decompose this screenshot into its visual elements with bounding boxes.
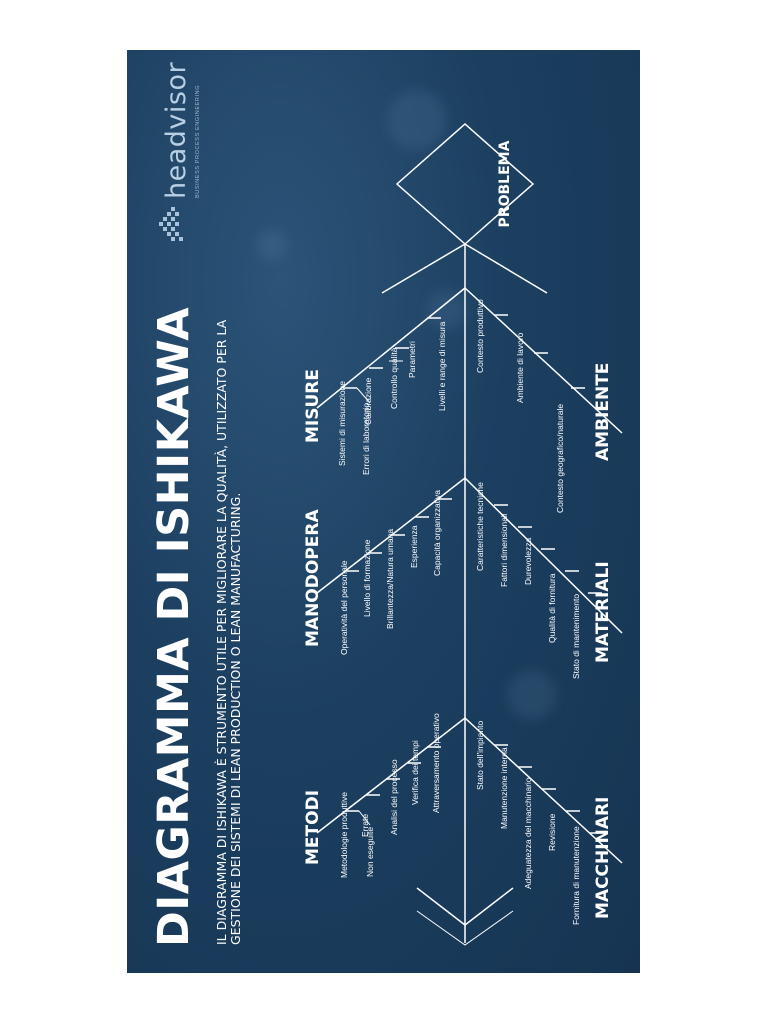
cause-materiali-4: Stato di mantenimento bbox=[571, 593, 581, 679]
cause-materiali-1: Fattori dimensionali bbox=[499, 513, 509, 587]
category-macchinari: MACCHINARI bbox=[593, 796, 613, 919]
cause-macchinari-0: Stato dell'impianto bbox=[475, 720, 485, 790]
category-metodi: METODI bbox=[303, 789, 323, 865]
cause-metodi-2: Non eseguite bbox=[365, 826, 375, 877]
cause-misure-0: Sistemi di misurazione bbox=[337, 380, 347, 466]
cause-materiali-2: Durevolezza bbox=[523, 537, 533, 585]
problem-diamond bbox=[395, 122, 535, 246]
cause-macchinari-2: Adeguatezza del macchinario bbox=[523, 777, 533, 889]
bone-materiali bbox=[464, 477, 623, 634]
cause-ambiente-2: Contesto geografico/naturale bbox=[555, 403, 565, 513]
cause-metodi-0: Metodologie produttive bbox=[339, 791, 349, 878]
cause-metodi-5: Attraversamento operativo bbox=[431, 713, 441, 813]
cause-macchinari-4: Fornitura di manutenzione bbox=[571, 826, 581, 925]
cause-manodopera-4: Capacità organizzativa bbox=[432, 490, 442, 576]
category-manodopera: MANODOPERA bbox=[303, 509, 323, 647]
category-materiali: MATERIALI bbox=[593, 561, 613, 663]
cause-manodopera-2: Brillantezza/Natura umana bbox=[385, 528, 395, 629]
bone-misure bbox=[316, 287, 466, 409]
cause-manodopera-1: Livello di formazione bbox=[362, 539, 372, 617]
bone-macchinari bbox=[464, 717, 623, 864]
cause-misure-5: Livelli e range di misura bbox=[437, 321, 447, 411]
cause-macchinari-3: Revisione bbox=[547, 813, 557, 851]
cause-macchinari-1: Manutenzione interna bbox=[499, 747, 509, 829]
tail-lower-inner bbox=[416, 910, 514, 946]
cause-metodi-4: Verifica dei tempi bbox=[410, 740, 420, 805]
fishbone-diagram bbox=[316, 122, 623, 946]
category-ambiente: AMBIENTE bbox=[593, 362, 613, 461]
problem-label: PROBLEMA bbox=[497, 140, 513, 228]
infographic-panel: DIAGRAMMA DI ISHIKAWA IL DIAGRAMMA DI IS… bbox=[127, 50, 640, 973]
cause-misure-3: Controllo qualità bbox=[389, 347, 399, 409]
cause-manodopera-3: Esperienza bbox=[409, 525, 419, 568]
cause-ambiente-1: Ambiente di lavoro bbox=[515, 332, 525, 403]
cause-metodi-3: Analisi del processo bbox=[389, 759, 399, 835]
cause-materiali-3: Qualità di fornitura bbox=[547, 573, 557, 643]
tail-upper-outer bbox=[416, 887, 514, 926]
cause-ambiente-0: Contesto produttivo bbox=[475, 299, 485, 373]
category-misure: MISURE bbox=[303, 369, 323, 443]
bone-ambiente bbox=[464, 287, 623, 434]
cause-misure-2: Calibrazione bbox=[363, 377, 373, 425]
logo-mosaic-icon bbox=[159, 207, 183, 241]
headvisor-logo: headvisor BUSINESS PROCESS ENGINEERING bbox=[157, 62, 217, 243]
cause-manodopera-0: Operatività del personale bbox=[339, 560, 349, 655]
bone-metodi bbox=[316, 717, 466, 834]
rotated-content: DIAGRAMMA DI ISHIKAWA IL DIAGRAMMA DI IS… bbox=[127, 50, 640, 973]
cause-misure-4: Parametri bbox=[407, 341, 417, 378]
cause-materiali-0: Caratteristiche tecniche bbox=[475, 482, 485, 571]
